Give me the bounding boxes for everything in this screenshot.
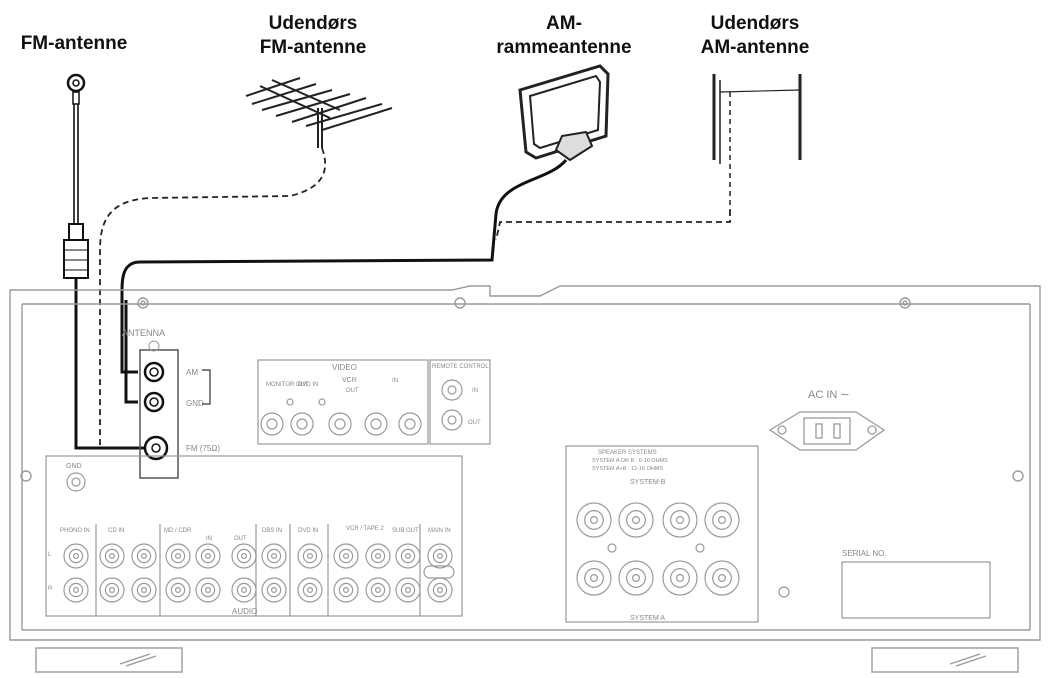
am-terminal[interactable] (143, 361, 165, 383)
speaker-terminal-b[interactable] (576, 502, 612, 538)
main-in-label: MAIN IN (428, 528, 451, 534)
phono-in-label: PHONO IN (60, 528, 90, 534)
md-cdr-label: MD / CDR (164, 528, 192, 534)
speaker-terminal-b[interactable] (704, 502, 740, 538)
antenna-title: ANTENNA (122, 328, 165, 338)
channel-l-label: L (48, 552, 52, 558)
video-monitor-out: MONITOR OUT (266, 382, 309, 388)
ac-in-label: AC IN ∼ (808, 389, 850, 401)
video-vcr-in: IN (392, 378, 398, 384)
subwoofer-out-label: SUB OUT (392, 528, 419, 534)
audio-jack-r[interactable] (195, 577, 221, 603)
speaker-terminal-a[interactable] (662, 560, 698, 596)
antenna-cables (74, 147, 731, 450)
audio-jack-l[interactable] (231, 543, 257, 569)
ac-inlet: AC IN ∼ (768, 389, 886, 451)
audio-jack-l[interactable] (427, 543, 453, 569)
audio-jack-r[interactable] (131, 577, 157, 603)
audio-jack-r[interactable] (261, 577, 287, 603)
vcr-tape2-label: VCR / TAPE 2 (346, 526, 384, 532)
system-b-label: SYSTEM B (630, 479, 666, 486)
audio-jack-l[interactable] (333, 543, 359, 569)
speaker-terminal-a[interactable] (704, 560, 740, 596)
outdoor-am-antenna (712, 74, 802, 210)
audio-jack-r[interactable] (99, 577, 125, 603)
audio-jack-l[interactable] (99, 543, 125, 569)
speaker-terminal-b[interactable] (662, 502, 698, 538)
fm-75-ohm-jack[interactable] (143, 435, 169, 461)
speaker-terminals: SPEAKER SYSTEMS SYSTEM A OR B : 6-16 OHM… (565, 445, 790, 623)
remote-control-jacks: REMOTE CONTROL IN OUT (429, 359, 491, 445)
impedance-line-2: SYSTEM A+B : 12-16 OHMS (592, 466, 663, 472)
audio-jack-r[interactable] (231, 577, 257, 603)
audio-jack-l[interactable] (195, 543, 221, 569)
outdoor-am-antenna-label: Udendørs AM-antenne (700, 13, 810, 58)
audio-gnd-label: GND (66, 463, 82, 470)
audio-jack-l[interactable] (297, 543, 323, 569)
audio-jack-r[interactable] (365, 577, 391, 603)
dbs-in-label: DBS IN (262, 528, 282, 534)
audio-jacks: PHONO IN CD IN MD / CDR IN OUT DBS IN DV… (45, 455, 463, 617)
outdoor-fm-antenna (245, 77, 393, 148)
audio-jack-l[interactable] (261, 543, 287, 569)
audio-jack-l[interactable] (395, 543, 421, 569)
remote-out-label: OUT (468, 420, 481, 426)
video-dvd-in: DVD IN (298, 382, 318, 388)
video-vcr: VCR (342, 377, 357, 384)
am-label: AM (186, 368, 198, 377)
fm-antenna-label: FM-antenne (20, 33, 128, 54)
system-a-label: SYSTEM A (630, 615, 665, 622)
receiver-rear-panel (9, 285, 1041, 673)
speaker-systems-title: SPEAKER SYSTEMS (598, 450, 657, 456)
audio-jack-r[interactable] (333, 577, 359, 603)
audio-jack-r[interactable] (297, 577, 323, 603)
audio-jack-l[interactable] (63, 543, 89, 569)
audio-jack-r[interactable] (395, 577, 421, 603)
fm-wire-antenna (63, 73, 89, 279)
video-jacks: VIDEO MONITOR OUT DVD IN VCR OUT IN (257, 359, 429, 445)
audio-jack-l[interactable] (365, 543, 391, 569)
tape-out-label: OUT (234, 536, 247, 542)
outdoor-fm-antenna-label: Udendørs FM-antenne (259, 13, 367, 58)
tape-in-label: IN (206, 536, 212, 542)
antenna-terminal-block: ANTENNA AM GND FM (75Ω) (122, 328, 220, 479)
channel-r-label: R (48, 586, 53, 592)
audio-gnd-terminal: GND (66, 463, 86, 492)
audio-jack-l[interactable] (165, 543, 191, 569)
impedance-line-1: SYSTEM A OR B : 6-16 OHMS (592, 458, 668, 464)
dvd-in-label: DVD IN (298, 528, 318, 534)
cd-in-label: CD IN (108, 528, 124, 534)
serial-no-label: SERIAL NO. (842, 549, 887, 558)
audio-jack-l[interactable] (131, 543, 157, 569)
audio-jack-r[interactable] (427, 577, 453, 603)
speaker-terminal-b[interactable] (618, 502, 654, 538)
video-title: VIDEO (332, 363, 357, 372)
speaker-terminal-a[interactable] (576, 560, 612, 596)
audio-title: AUDIO (232, 607, 257, 616)
audio-jack-r[interactable] (63, 577, 89, 603)
speaker-terminal-a[interactable] (618, 560, 654, 596)
remote-in-label: IN (472, 388, 478, 394)
gnd-label: GND (186, 399, 204, 408)
video-vcr-out: OUT (346, 388, 359, 394)
serial-number-area: SERIAL NO. (841, 549, 991, 619)
gnd-terminal[interactable] (143, 391, 165, 413)
fm-label: FM (75Ω) (186, 444, 220, 453)
remote-control-title: REMOTE CONTROL (432, 364, 489, 370)
audio-jack-r[interactable] (165, 577, 191, 603)
am-loop-antenna-label: AM- rammeantenne (496, 13, 632, 58)
am-loop-antenna (518, 64, 610, 162)
